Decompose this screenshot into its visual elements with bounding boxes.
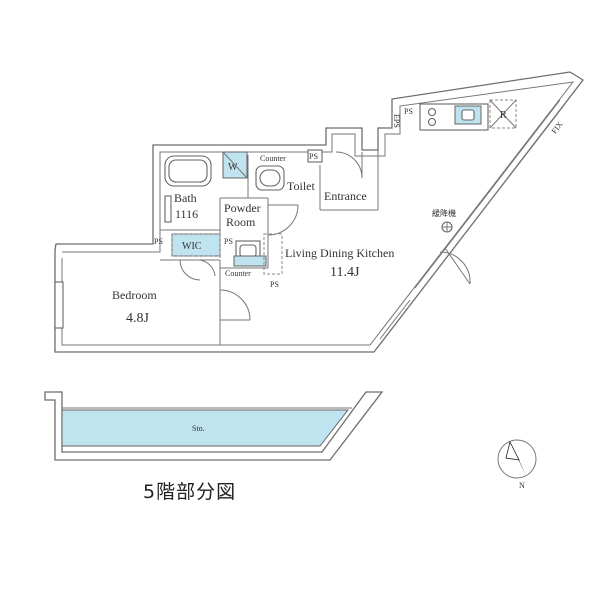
ps-mark-wic: PS [154,237,163,246]
ps-mark-counter: PS [270,280,279,289]
refrigerator-mark: R [500,110,507,121]
storage-label: Sto. [192,424,205,433]
north-compass: N [497,439,537,490]
floor-label: 5階部分図 [143,481,237,503]
ps-mark-toilet: PS [309,152,318,161]
bathroom-fixtures [164,151,285,275]
toilet-label: Toilet [287,179,315,193]
bedroom-label: Bedroom [112,288,157,302]
washer-mark: W [228,162,238,173]
entrance-label: Entrance [324,189,367,203]
escape-hatch-mark: 緩降機 [432,208,456,218]
room-labels: Bath 1116 Powder Room Toilet Entrance Li… [112,179,394,326]
powder-room-label-line1: Powder [224,201,261,215]
fixture-marks: W WIC Counter Counter PS PS PS PS PS EPS… [154,107,565,289]
counter-bottom-mark: Counter [225,269,251,278]
kitchen-fixtures [419,99,517,131]
north-label: N [519,481,525,490]
diagonal-window [379,99,566,340]
fix-window-mark: FIX [550,120,565,136]
powder-room-label-line2: Room [226,215,256,229]
ldk-size-label: 11.4J [330,265,360,280]
bedroom-size-label: 4.8J [126,311,150,326]
eps-mark: EPS [392,114,401,128]
bath-size-label: 1116 [175,207,198,221]
counter-top-mark: Counter [260,154,286,163]
ps-mark-powder-1: PS [224,237,233,246]
wic-mark: WIC [182,241,202,252]
balcony: Sto. [44,391,384,461]
ldk-label: Living Dining Kitchen [285,246,394,260]
bath-label: Bath [174,191,197,205]
ps-mark-kitchen: PS [404,107,413,116]
